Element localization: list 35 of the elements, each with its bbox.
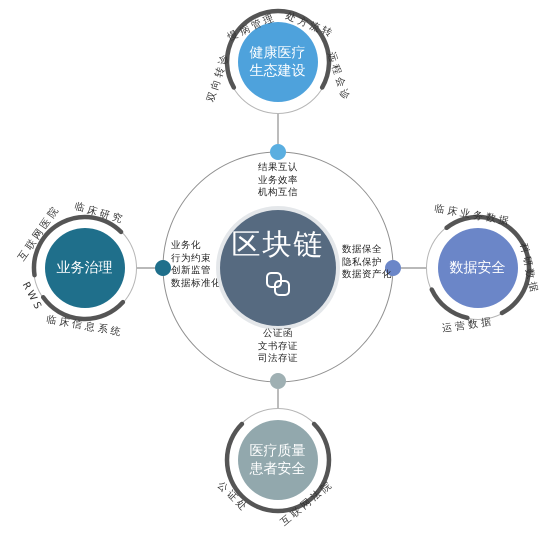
arc-label: 互联网法院 [278, 477, 336, 530]
arc-label: 远程会诊 [324, 50, 353, 104]
junction-dot [155, 260, 171, 276]
connector-line [277, 114, 279, 144]
keyword-text: 数据保全 [342, 244, 382, 256]
junction-dot [270, 373, 286, 389]
connector-line [277, 389, 279, 408]
keyword-text: 结果互认 [258, 162, 298, 174]
circle-label: 医疗质量患者安全 [248, 442, 306, 478]
circle-label: 健康医疗生态建设 [248, 44, 306, 80]
arc-label: 双向转诊 [204, 50, 233, 104]
keyword-text: 文书存证 [258, 340, 298, 352]
keyword-text: 隐私保护 [342, 256, 382, 268]
arc-label: 公证处 [214, 478, 252, 516]
keyword-text: 机构互信 [258, 187, 298, 199]
arc-label: 临床信息系统 [45, 313, 125, 340]
keyword-text: 业务化 [171, 240, 201, 252]
keyword-text: 司法存证 [258, 353, 298, 365]
hub-circle [220, 210, 336, 326]
arc-label: 处方流转 [283, 10, 337, 42]
arc-label: 慢病管理 [225, 10, 279, 44]
keyword-text: 业务效率 [258, 174, 298, 186]
arc-label: 临床业务数据 [433, 202, 513, 229]
arc-label: 科研数据 [516, 242, 540, 296]
arc-label: 临床研究 [73, 200, 127, 227]
keyword-text: 行为约束 [171, 252, 211, 264]
junction-dot [270, 144, 286, 160]
connector-line [401, 267, 426, 269]
keyword-text: 创新监管 [171, 265, 211, 277]
hub-label: 区块链 [232, 226, 324, 263]
keyword-text: 数据资产化 [342, 269, 392, 281]
keyword-text: 公证函 [263, 328, 293, 340]
arc-label: 运营数据 [441, 315, 495, 336]
circle-label: 数据安全 [448, 258, 506, 276]
connector-line [137, 267, 155, 269]
